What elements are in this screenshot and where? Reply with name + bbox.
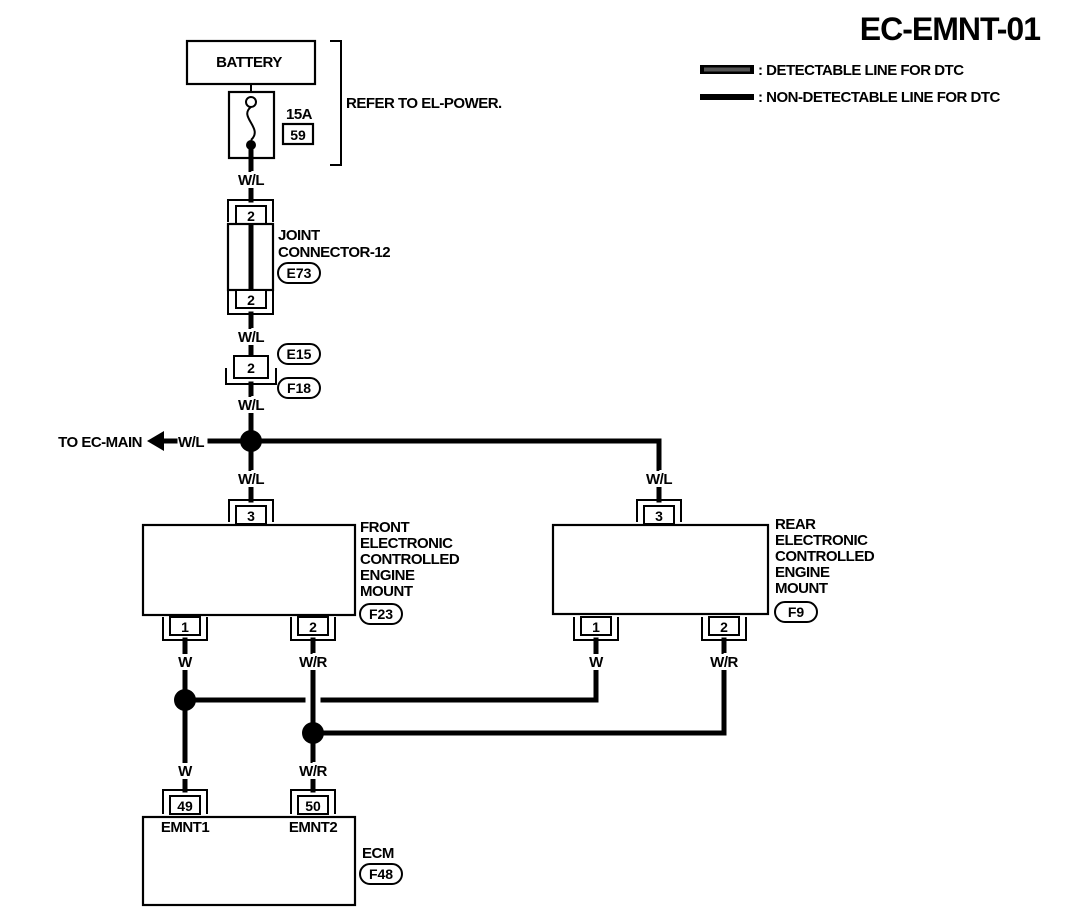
legend-detectable-label: : DETECTABLE LINE FOR DTC [758, 62, 964, 79]
ecm: 49 50 EMNT1 EMNT2 ECM F48 [141, 789, 403, 907]
joint-pin-bottom: 2 [247, 292, 255, 308]
inline-connector-id-top: E15 [287, 346, 312, 362]
rear-mount-id: F9 [788, 604, 805, 620]
battery-label: BATTERY [216, 54, 282, 71]
ecm-pin-49: 49 [177, 798, 193, 814]
wire-label-wl-4: W/L [238, 471, 264, 488]
to-main-label: TO EC-MAIN [58, 434, 142, 451]
rear-label-1: REAR [775, 516, 816, 533]
diagram-title: EC-EMNT-01 [860, 11, 1040, 47]
ecm-pin-50: 50 [305, 798, 321, 814]
wire-label-wl-2: W/L [238, 329, 264, 346]
wire-label-w-rear: W [589, 654, 604, 671]
rear-label-2: ELECTRONIC [775, 532, 868, 549]
ecm-terminal-1: EMNT1 [161, 819, 209, 836]
front-label-3: CONTROLLED [360, 551, 460, 568]
refer-bracket [330, 40, 342, 166]
rear-pin-1: 1 [592, 619, 600, 635]
fuse-rating: 15A [286, 106, 313, 123]
wire-label-wr-front: W/R [299, 654, 327, 671]
joint-connector-id: E73 [287, 265, 312, 281]
front-mount-id: F23 [369, 606, 393, 622]
joint-connector: 2 2 JOINT CONNECTOR-12 E73 [226, 199, 391, 315]
rear-label-5: MOUNT [775, 580, 828, 597]
ecm-label: ECM [362, 845, 394, 862]
rear-pin-2: 2 [720, 619, 728, 635]
fuse-icon [245, 96, 257, 108]
front-pin-3: 3 [247, 508, 255, 524]
front-label-1: FRONT [360, 519, 409, 536]
inline-connector-id-bottom: F18 [287, 380, 311, 396]
fuse-number: 59 [290, 127, 306, 143]
refer-label: REFER TO EL-POWER. [346, 95, 502, 112]
legend-non-detectable-label: : NON-DETECTABLE LINE FOR DTC [758, 89, 1001, 106]
front-label-5: MOUNT [360, 583, 413, 600]
wire-label-wl-3: W/L [238, 397, 264, 414]
legend: : DETECTABLE LINE FOR DTC : NON-DETECTAB… [700, 62, 1001, 106]
rear-pin-3: 3 [655, 508, 663, 524]
joint-label-1: JOINT [278, 227, 320, 244]
wire-label-wl-1: W/L [238, 172, 264, 189]
ecm-terminal-2: EMNT2 [289, 819, 337, 836]
wire-label-w-ecm: W [178, 763, 193, 780]
joint-label-2: CONNECTOR-12 [278, 244, 390, 261]
rear-mount: 3 REAR ELECTRONIC CONTROLLED ENGINE MOUN… [551, 499, 875, 641]
inline-connector-pin: 2 [247, 360, 255, 376]
wire-label-wl-5: W/L [646, 471, 672, 488]
front-mount: 3 FRONT ELECTRONIC CONTROLLED ENGINE MOU… [141, 499, 460, 641]
wire-label-wr-ecm: W/R [299, 763, 327, 780]
ecm-id: F48 [369, 866, 393, 882]
front-pin-2: 2 [309, 619, 317, 635]
rear-label-3: CONTROLLED [775, 548, 875, 565]
front-label-4: ENGINE [360, 567, 415, 584]
front-pin-1: 1 [181, 619, 189, 635]
front-label-2: ELECTRONIC [360, 535, 453, 552]
rear-label-4: ENGINE [775, 564, 830, 581]
wire-label-wl-main: W/L [178, 434, 204, 451]
wire-label-wr-rear: W/R [710, 654, 738, 671]
inline-connector: 2 E15 F18 [225, 343, 321, 399]
arrow-left-icon [147, 431, 164, 451]
wire-label-w-front: W [178, 654, 193, 671]
splice-wr [302, 722, 324, 744]
joint-pin-top: 2 [247, 208, 255, 224]
splice-w [174, 689, 196, 711]
